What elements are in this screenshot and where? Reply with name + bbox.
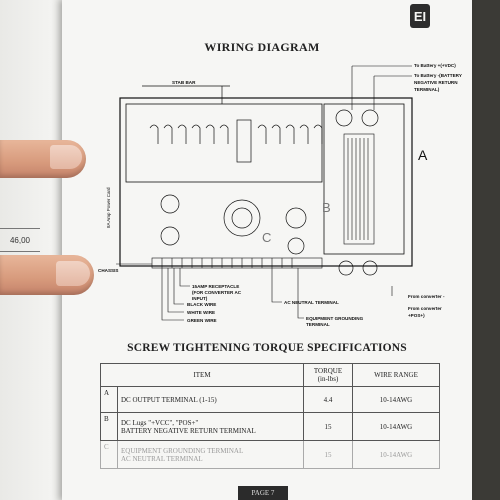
label-white-wire: WHITE WIRE bbox=[187, 310, 215, 315]
header-torque-line-1: TORQUE bbox=[313, 367, 343, 375]
row-range: 10-14AWG bbox=[352, 412, 440, 441]
row-item: EQUIPMENT GROUNDING TERMINAL AC NEUTRAL … bbox=[117, 440, 304, 469]
torque-table: ITEM TORQUE (in-lbs) WIRE RANGE A DC OUT… bbox=[100, 363, 440, 469]
converter-section bbox=[323, 103, 405, 255]
label-battery-neg-2: NEGATIVE RETURN bbox=[414, 80, 458, 85]
fuse-column bbox=[343, 133, 375, 245]
row-torque: 15 bbox=[303, 440, 353, 469]
row-item-line-2: BATTERY NEGATIVE RETURN TERMINAL bbox=[121, 426, 256, 435]
table-row: C EQUIPMENT GROUNDING TERMINAL AC NEUTRA… bbox=[100, 440, 440, 469]
left-page: 46,00 bbox=[0, 0, 72, 500]
ruler-mark: 46,00 bbox=[0, 228, 40, 252]
row-letter: A bbox=[100, 386, 118, 413]
label-from-conv-pos-2: +POS+) bbox=[408, 313, 425, 318]
header-wire-range: WIRE RANGE bbox=[352, 363, 440, 387]
row-torque: 4.4 bbox=[303, 386, 353, 413]
thumbnail-lower bbox=[56, 261, 90, 286]
row-range: 10-14AWG bbox=[352, 386, 440, 413]
terminal-strip bbox=[151, 257, 323, 269]
label-equip-ground-1: EQUIPMENT GROUNDING bbox=[306, 316, 364, 321]
label-battery-neg-1: To Battery -(BATTERY bbox=[414, 73, 462, 78]
brand-logo: EI bbox=[410, 4, 430, 28]
label-battery-neg-3: TERMINAL) bbox=[414, 87, 440, 92]
studs bbox=[160, 109, 379, 276]
row-letter: C bbox=[100, 440, 118, 469]
callout-b: B bbox=[322, 200, 331, 215]
row-item: DC Lugs "+VCC", "POS+" BATTERY NEGATIVE … bbox=[117, 412, 304, 441]
page-title: WIRING DIAGRAM bbox=[204, 40, 320, 54]
label-stab-bar: STAB BAR bbox=[172, 80, 196, 85]
manual-page: EI WIRING DIAGRAM STAB BAR bbox=[62, 0, 472, 500]
header-torque: TORQUE (in-lbs) bbox=[303, 363, 353, 387]
table-row: B DC Lugs "+VCC", "POS+" BATTERY NEGATIV… bbox=[100, 412, 440, 441]
label-chassis: CHASSIS bbox=[98, 268, 118, 273]
row-item-line-2: AC NEUTRAL TERMINAL bbox=[121, 454, 203, 463]
label-black-wire: BLACK WIRE bbox=[187, 302, 216, 307]
label-battery-vdc: To Battery +(+VDC) bbox=[414, 63, 456, 68]
row-item-line-1: DC Lugs "+VCC", "POS+" bbox=[121, 418, 199, 427]
row-torque: 15 bbox=[303, 412, 353, 441]
callout-c: C bbox=[262, 230, 271, 245]
breaker-section bbox=[125, 103, 323, 183]
label-green-wire: GREEN WIRE bbox=[187, 318, 217, 323]
label-from-conv-pos-1: From converter bbox=[408, 306, 442, 311]
label-equip-ground-2: TERMINAL bbox=[306, 322, 330, 327]
row-item-line-1: EQUIPMENT GROUNDING TERMINAL bbox=[121, 446, 244, 455]
wiring-diagram-svg: STAB BAR bbox=[98, 63, 462, 327]
label-recep-2: (FOR CONVERTER AC bbox=[192, 290, 242, 295]
header-item: ITEM bbox=[100, 363, 304, 387]
callout-a: A bbox=[418, 147, 428, 163]
main-breaker bbox=[236, 119, 252, 163]
breaker-row-right bbox=[257, 124, 323, 144]
panel-outline bbox=[119, 97, 413, 267]
page-number: PAGE 7 bbox=[238, 486, 288, 500]
table-row: A DC OUTPUT TERMINAL (1-15) 4.4 10-14AWG bbox=[100, 386, 440, 413]
torque-title: SCREW TIGHTENING TORQUE SPECIFICATIONS bbox=[127, 342, 407, 354]
label-from-conv-neg: From converter - bbox=[408, 294, 445, 299]
row-range: 10-14AWG bbox=[352, 440, 440, 469]
breaker-row-left bbox=[149, 124, 229, 144]
header-torque-line-2: (in-lbs) bbox=[317, 375, 339, 383]
row-item-line-1: DC OUTPUT TERMINAL (1-15) bbox=[121, 395, 217, 404]
wiring-diagram: STAB BAR bbox=[92, 58, 472, 328]
row-item: DC OUTPUT TERMINAL (1-15) bbox=[117, 386, 304, 413]
row-letter: B bbox=[100, 412, 118, 441]
label-side: 8A Amp Power Card bbox=[106, 187, 111, 228]
thumbnail-upper bbox=[50, 145, 82, 169]
torque-header-row: ITEM TORQUE (in-lbs) WIRE RANGE bbox=[100, 363, 440, 387]
label-recep-1: 15AMP RECEPTACLE bbox=[192, 284, 239, 289]
label-recep-3: INPUT) bbox=[192, 296, 208, 301]
label-ac-neutral: AC NEUTRAL TERMINAL bbox=[284, 300, 339, 305]
